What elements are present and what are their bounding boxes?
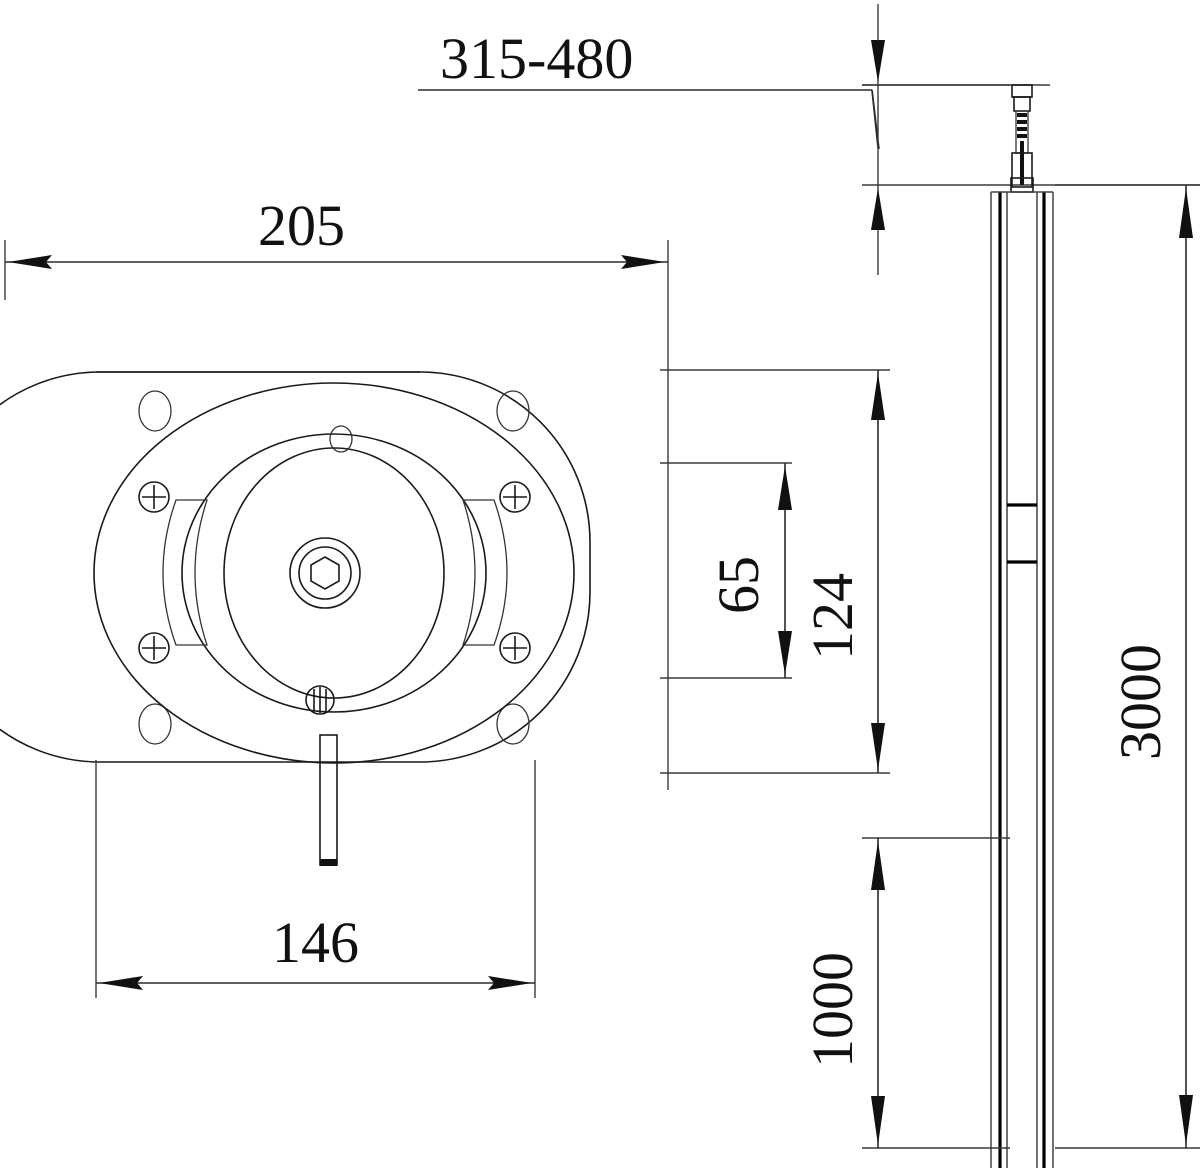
mounting-hole-tr — [496, 390, 530, 432]
dim-drop-vertical — [862, 4, 1200, 275]
arrow-65-top — [778, 466, 792, 510]
phillips-screw-br — [499, 632, 531, 664]
phillips-screw-tl — [138, 481, 170, 513]
arrow-3000-top — [1179, 188, 1193, 238]
cable-stem — [319, 734, 338, 866]
arrow-65-bottom — [778, 631, 792, 675]
dim-plate-depth — [95, 760, 536, 998]
drop-arrow-bottom — [871, 188, 885, 230]
threaded-adjuster-rod — [1010, 84, 1034, 193]
dim-label-total-height: 3000 — [1108, 644, 1173, 760]
dim-label-plate-depth: 146 — [272, 910, 359, 975]
arrow-205-left — [8, 255, 52, 269]
hub-ring-outer — [289, 537, 361, 609]
rod-lower-sleeve — [1011, 152, 1033, 188]
phillips-screw-tr — [499, 481, 531, 513]
dim-bracket-height-outer — [660, 369, 890, 774]
arrow-146-left — [99, 976, 143, 990]
arrow-3000-bottom — [1179, 1095, 1193, 1145]
dim-lower-height — [862, 837, 1010, 1149]
hub-ring-inner — [298, 546, 352, 600]
rod-collar-top — [1011, 84, 1033, 98]
dim-label-bracket-inner: 65 — [706, 556, 771, 614]
arc-slot-left — [162, 499, 208, 646]
mounting-hole-bl — [138, 703, 172, 745]
dim-total-height — [1055, 184, 1200, 1149]
arrow-124-bottom — [871, 723, 885, 770]
arrow-205-right — [621, 255, 665, 269]
dim-plate-width — [4, 240, 669, 790]
dim-label-lower-height: 1000 — [800, 952, 865, 1068]
plan-view — [0, 371, 591, 866]
rod-nut — [1013, 96, 1031, 112]
arrow-1000-bottom — [871, 1096, 885, 1145]
base-plate-outline — [0, 371, 591, 763]
mounting-hole-tl — [138, 390, 172, 432]
dim-bracket-height-inner — [660, 462, 792, 679]
arrow-124-top — [871, 373, 885, 420]
arc-slot-right — [462, 499, 508, 646]
dim-label-adjust-range: 315-480 — [440, 26, 633, 91]
pole-column — [990, 191, 1054, 1168]
swivel-disc-middle — [181, 433, 487, 713]
hex-socket-icon — [310, 556, 340, 590]
dim-adjust-range — [418, 89, 880, 150]
phillips-screw-bl — [138, 632, 170, 664]
swivel-disc-outer — [93, 382, 575, 764]
swivel-cap — [223, 447, 445, 699]
arrow-1000-top — [871, 841, 885, 890]
dim-label-plate-width: 205 — [258, 193, 345, 258]
dim-label-bracket-outer: 124 — [800, 573, 865, 660]
mounting-hole-br — [496, 703, 530, 745]
arrow-146-right — [488, 976, 532, 990]
top-pilot-hole — [329, 425, 353, 453]
elevation-view — [862, 84, 1054, 1168]
drop-arrow-top — [871, 40, 885, 82]
slotted-screw — [305, 685, 335, 715]
